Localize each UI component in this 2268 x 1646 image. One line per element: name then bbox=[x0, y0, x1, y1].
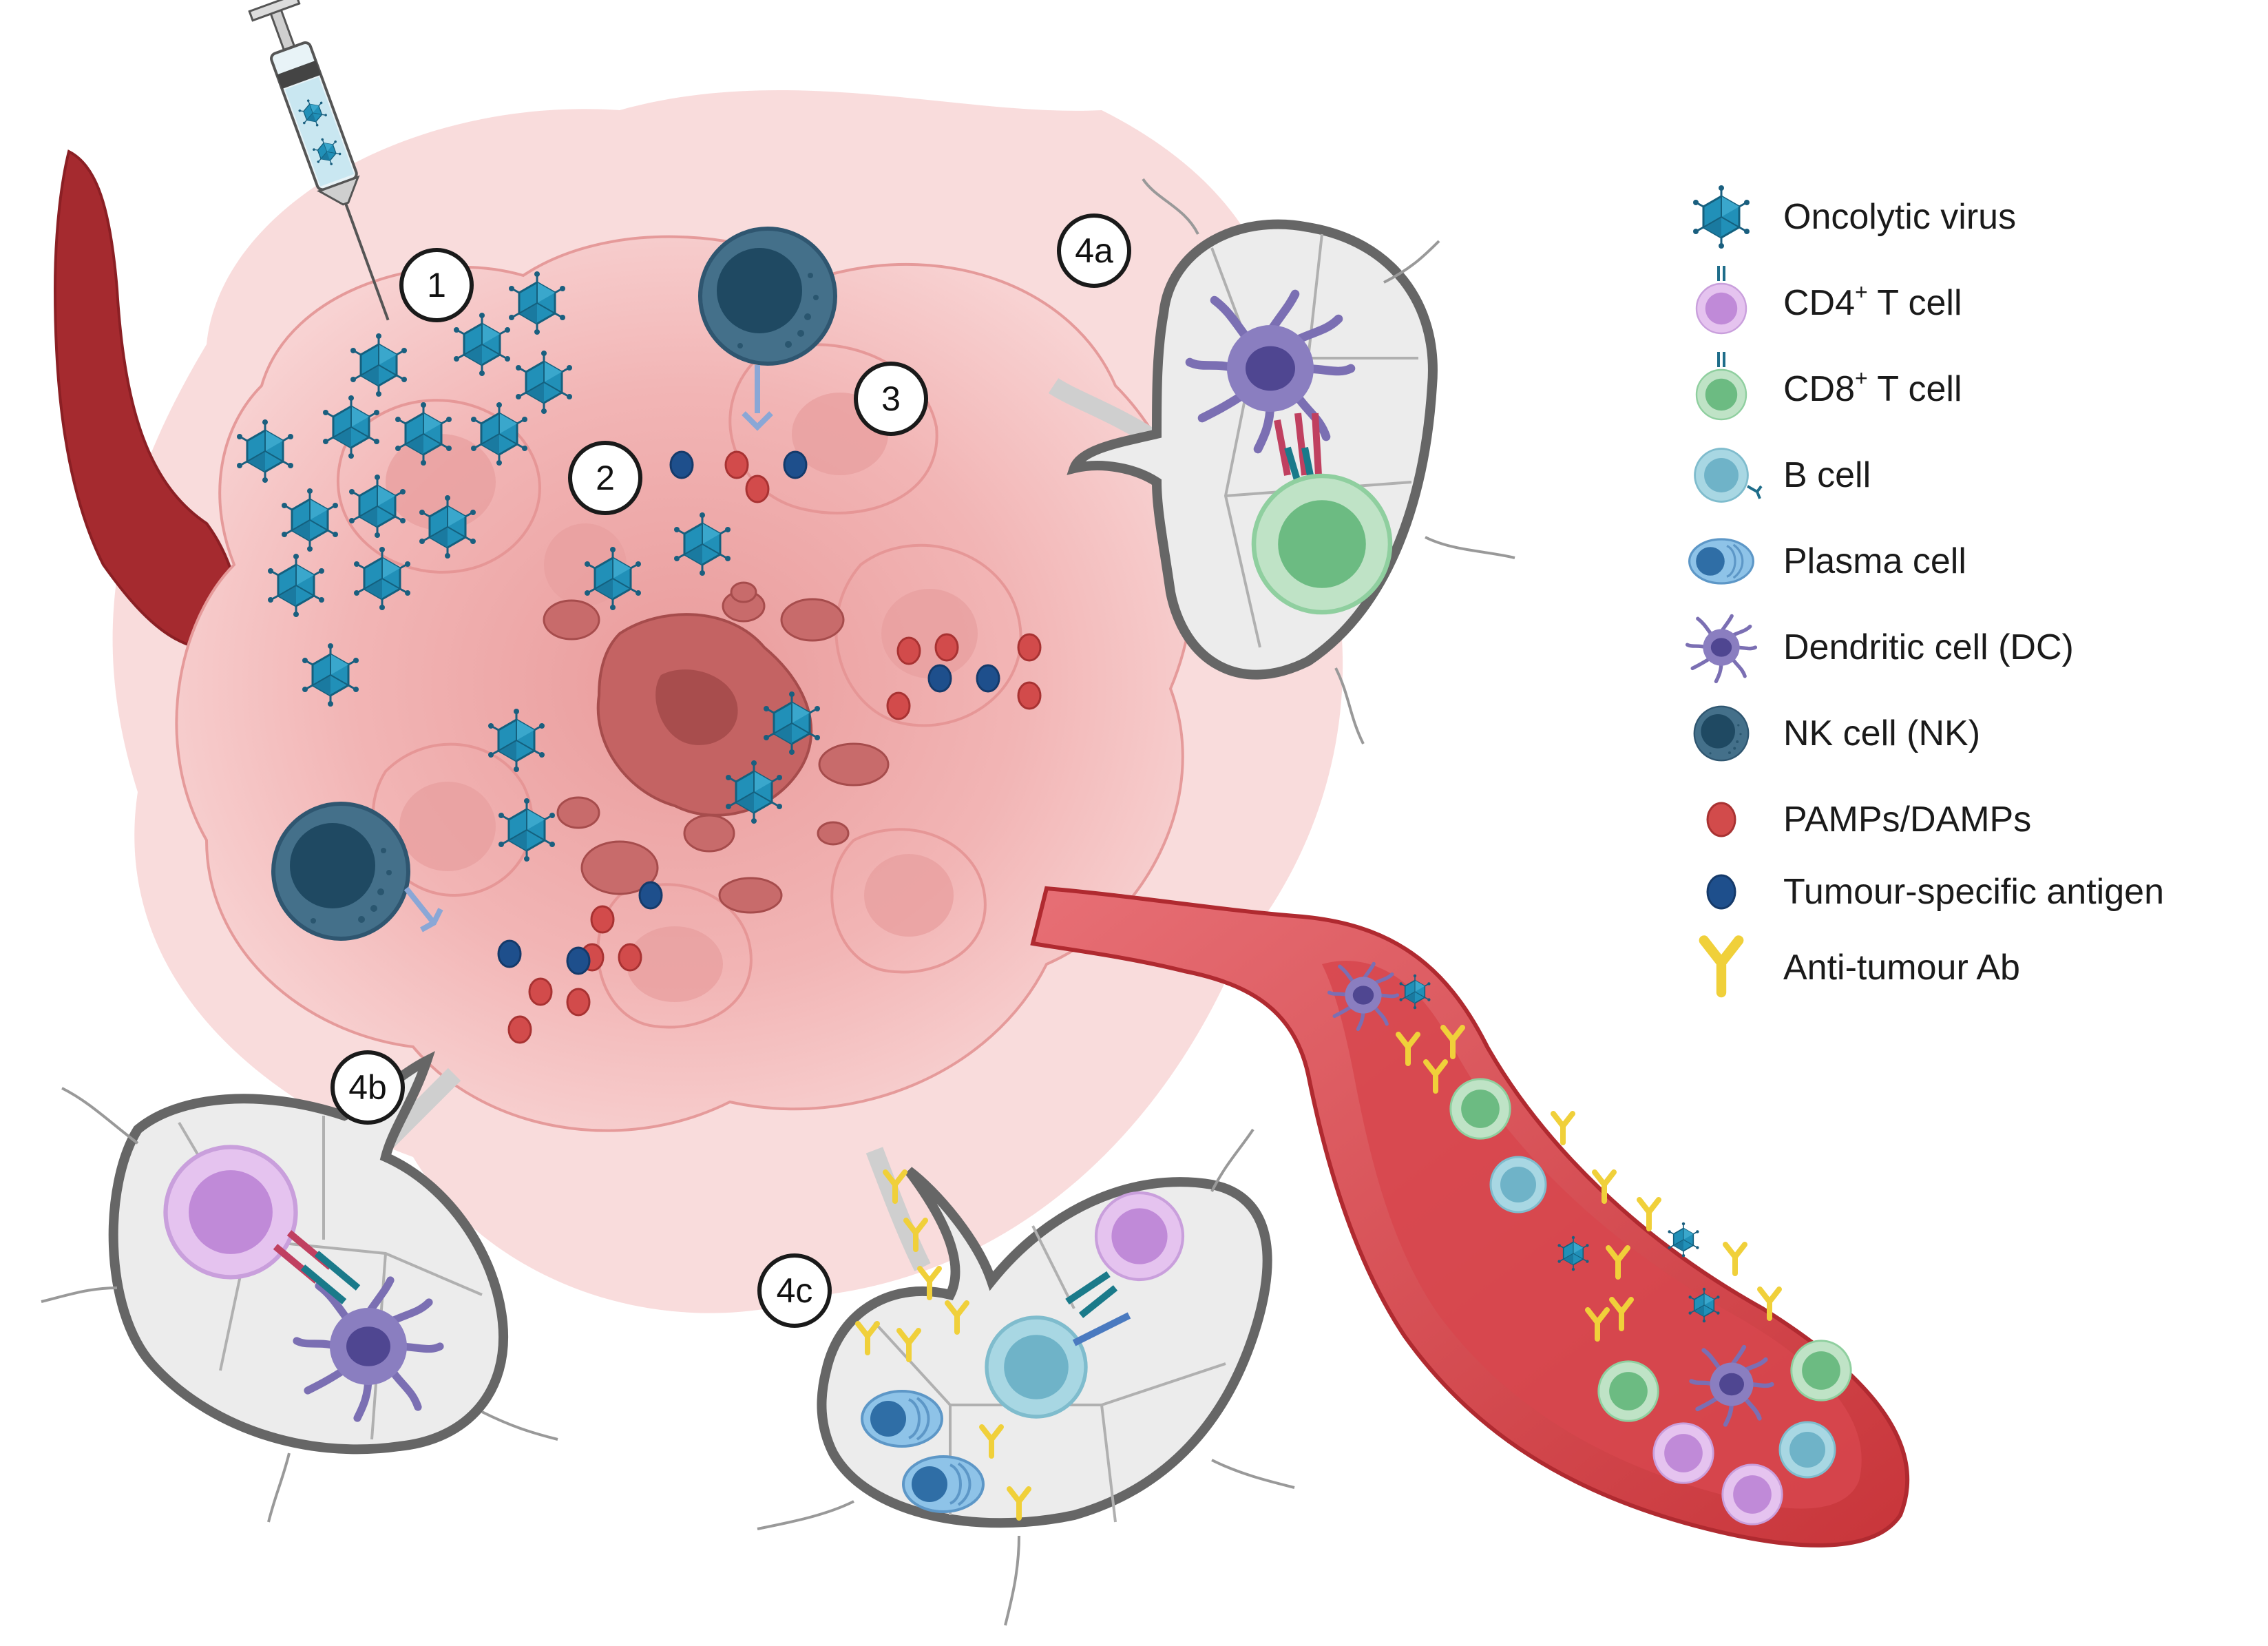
lymph-node-4a bbox=[1048, 178, 1515, 744]
legend-item-cd8: CD8+ T cell bbox=[1680, 351, 2258, 427]
legend-label-superscript: + bbox=[1855, 366, 1868, 390]
legend-item-plasma-cell: Plasma cell bbox=[1680, 523, 2258, 599]
tumour-antigen-particles bbox=[497, 450, 1000, 975]
plasma-cell-icon bbox=[1688, 538, 1754, 585]
legend: Oncolytic virus CD4+ T cell CD8+ T cell … bbox=[1680, 179, 2258, 1047]
legend-label: Plasma cell bbox=[1783, 541, 1966, 581]
tumour-antigen-icon bbox=[1706, 874, 1736, 910]
legend-label: NK cell (NK) bbox=[1783, 713, 1981, 753]
legend-label: CD4 bbox=[1783, 283, 1856, 323]
nk-cell-left bbox=[273, 804, 443, 939]
pamps-damps-particles bbox=[507, 450, 1042, 1044]
legend-item-pamps-damps: PAMPs/DAMPs bbox=[1680, 782, 2258, 857]
step-marker-2: 2 bbox=[568, 441, 642, 515]
legend-item-b-cell: B cell bbox=[1680, 437, 2258, 513]
antibody-icon bbox=[1680, 930, 1763, 1006]
step-marker-4b: 4b bbox=[330, 1050, 405, 1125]
legend-item-dendritic-cell: Dendritic cell (DC) bbox=[1680, 610, 2258, 685]
step-marker-1: 1 bbox=[399, 248, 474, 322]
legend-label: Tumour-specific antigen bbox=[1783, 872, 2164, 912]
lymph-node-4b bbox=[41, 1051, 558, 1523]
step-marker-3: 3 bbox=[854, 362, 928, 436]
legend-label-suffix: T cell bbox=[1867, 283, 1962, 323]
pamps-damps-icon bbox=[1706, 802, 1736, 837]
oncolytic-virus-icon bbox=[1692, 184, 1751, 250]
legend-label: CD8 bbox=[1783, 369, 1856, 409]
legend-label: Dendritic cell (DC) bbox=[1783, 627, 2074, 667]
legend-label: Anti-tumour Ab bbox=[1783, 948, 2020, 988]
blood-vessel-right bbox=[1030, 886, 1910, 1548]
legend-item-nk-cell: NK cell (NK) bbox=[1680, 696, 2258, 771]
dendritic-cell-icon bbox=[1680, 610, 1763, 685]
legend-item-tumour-antigen: Tumour-specific antigen bbox=[1680, 854, 2258, 930]
step-marker-4a: 4a bbox=[1057, 213, 1131, 288]
step-marker-4c: 4c bbox=[757, 1253, 832, 1328]
legend-label: B cell bbox=[1783, 455, 1871, 495]
legend-label-superscript: + bbox=[1855, 280, 1868, 304]
cd4-t-cell-icon bbox=[1695, 266, 1747, 335]
tumour-mass bbox=[175, 235, 1195, 1132]
lymph-node-4c bbox=[757, 1128, 1295, 1626]
legend-item-antibody: Anti-tumour Ab bbox=[1680, 930, 2258, 1006]
legend-label: Oncolytic virus bbox=[1783, 197, 2017, 237]
legend-item-cd4: CD4+ T cell bbox=[1680, 265, 2258, 341]
b-cell-icon bbox=[1694, 448, 1763, 503]
legend-item-oncolytic-virus: Oncolytic virus bbox=[1680, 179, 2258, 255]
legend-label-suffix: T cell bbox=[1867, 369, 1962, 409]
nk-cell-icon bbox=[1693, 705, 1750, 762]
syringe bbox=[248, 0, 390, 321]
legend-label: PAMPs/DAMPs bbox=[1783, 800, 2032, 840]
nk-cell-top bbox=[700, 229, 835, 431]
cd8-t-cell-icon bbox=[1695, 352, 1747, 421]
